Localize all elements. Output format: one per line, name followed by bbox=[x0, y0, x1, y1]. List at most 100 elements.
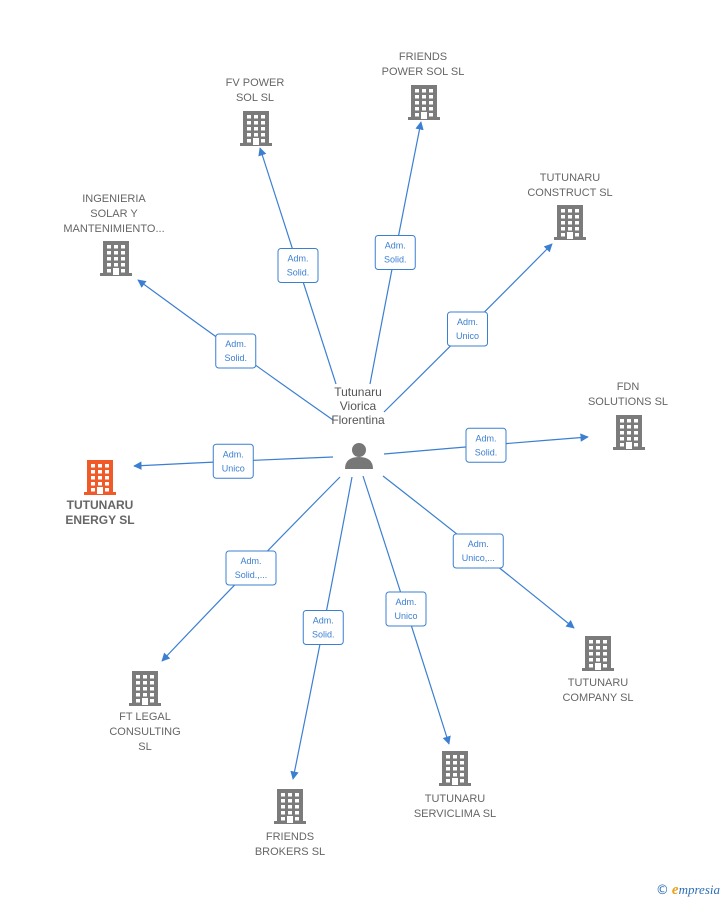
brand-initial: e bbox=[671, 882, 679, 898]
building-window bbox=[114, 245, 118, 249]
edge-label-line: Solid. bbox=[224, 353, 247, 363]
edge-fv-power[interactable]: Adm.Solid. bbox=[258, 147, 337, 385]
edge-label-box[interactable] bbox=[212, 443, 254, 479]
building-window bbox=[247, 127, 251, 131]
edge-label-box[interactable] bbox=[277, 248, 319, 283]
building-window bbox=[136, 693, 140, 697]
company-name-line: FDN bbox=[617, 381, 640, 393]
building-window bbox=[150, 675, 154, 679]
building-window bbox=[150, 699, 154, 703]
edge-label-box[interactable] bbox=[385, 591, 427, 627]
edge-tutunaru-serviclima[interactable]: Adm.Unico bbox=[362, 475, 451, 745]
building-window bbox=[460, 773, 464, 777]
building-window bbox=[429, 89, 433, 93]
building-window bbox=[247, 115, 251, 119]
edge-label-line: Adm. bbox=[395, 597, 416, 607]
edge-tutunaru-energy[interactable]: Adm.Unico bbox=[133, 443, 334, 479]
edge-ingenieria[interactable]: Adm.Solid. bbox=[137, 279, 334, 421]
edge-label-line: Unico bbox=[222, 463, 245, 473]
building-window bbox=[453, 767, 457, 771]
building-icon bbox=[84, 460, 116, 495]
building-window bbox=[446, 773, 450, 777]
building-window bbox=[453, 761, 457, 765]
edge-label-box[interactable] bbox=[302, 610, 344, 645]
edge-label-line: Adm. bbox=[240, 556, 261, 566]
building-window bbox=[114, 263, 118, 267]
building-window bbox=[261, 121, 265, 125]
building-window bbox=[634, 425, 638, 429]
edge-label-box[interactable] bbox=[465, 427, 507, 463]
building-window bbox=[561, 233, 565, 237]
building-window bbox=[460, 767, 464, 771]
building-window bbox=[107, 251, 111, 255]
edge-friends-power[interactable]: Adm. Solid. bbox=[369, 121, 424, 385]
edge-tutunaru-construct[interactable]: Adm.Unico bbox=[383, 243, 553, 413]
building-window bbox=[281, 817, 285, 821]
company-name-line: TUTUNARU bbox=[425, 793, 486, 805]
edge-label-line: Solid. bbox=[384, 255, 407, 265]
building-window bbox=[429, 101, 433, 105]
building-window bbox=[247, 121, 251, 125]
edge-ft-legal[interactable]: Adm.Solid.,... bbox=[161, 476, 341, 662]
edge-label-box[interactable] bbox=[452, 533, 504, 569]
building-window bbox=[415, 113, 419, 117]
edge-tutunaru-company[interactable]: Adm.Unico,... bbox=[382, 475, 575, 629]
building-window bbox=[91, 470, 95, 474]
person-body bbox=[345, 457, 373, 469]
edge-label-box[interactable] bbox=[225, 550, 277, 586]
building-door bbox=[595, 663, 601, 670]
edge-label-box[interactable] bbox=[447, 311, 488, 347]
building-window bbox=[422, 101, 426, 105]
building-window bbox=[596, 646, 600, 650]
building-window bbox=[261, 133, 265, 137]
empresia-brand[interactable]: ©empresia bbox=[656, 882, 720, 899]
company-name-line: SOLUTIONS SL bbox=[588, 396, 668, 408]
building-window bbox=[446, 755, 450, 759]
building-window bbox=[105, 464, 109, 468]
edge-label-line: Adm. bbox=[457, 317, 478, 327]
building-window bbox=[150, 693, 154, 697]
company-name-line: POWER SOL SL bbox=[382, 66, 465, 78]
edge-label-box[interactable] bbox=[215, 333, 257, 369]
company-node-fdn[interactable]: FDN SOLUTIONS SL bbox=[588, 381, 668, 450]
company-name-line: MANTENIMIENTO... bbox=[63, 223, 164, 235]
building-window bbox=[295, 805, 299, 809]
building-window bbox=[247, 139, 251, 143]
building-door bbox=[142, 698, 148, 705]
building-window bbox=[575, 215, 579, 219]
building-icon bbox=[439, 751, 471, 786]
company-name-line: FV POWER bbox=[226, 77, 285, 89]
building-window bbox=[589, 640, 593, 644]
building-window bbox=[247, 133, 251, 137]
company-name-line: FT LEGAL bbox=[119, 711, 171, 723]
edge-fdn[interactable]: Adm.Solid. bbox=[383, 427, 589, 463]
person-name-line: Tutunaru bbox=[334, 385, 382, 399]
building-window bbox=[620, 419, 624, 423]
building-window bbox=[254, 115, 258, 119]
building-window bbox=[415, 89, 419, 93]
copyright-symbol: © bbox=[655, 883, 669, 898]
edge-label-box[interactable] bbox=[374, 235, 416, 270]
building-window bbox=[295, 817, 299, 821]
edge-label-line: Adm. bbox=[385, 241, 406, 251]
building-window bbox=[281, 811, 285, 815]
edge-friends-brokers[interactable]: Adm.Solid. bbox=[290, 476, 353, 780]
building-window bbox=[460, 779, 464, 783]
building-door bbox=[452, 778, 458, 785]
building-window bbox=[107, 245, 111, 249]
building-window bbox=[150, 681, 154, 685]
building-window bbox=[107, 257, 111, 261]
building-window bbox=[603, 640, 607, 644]
building-window bbox=[620, 425, 624, 429]
